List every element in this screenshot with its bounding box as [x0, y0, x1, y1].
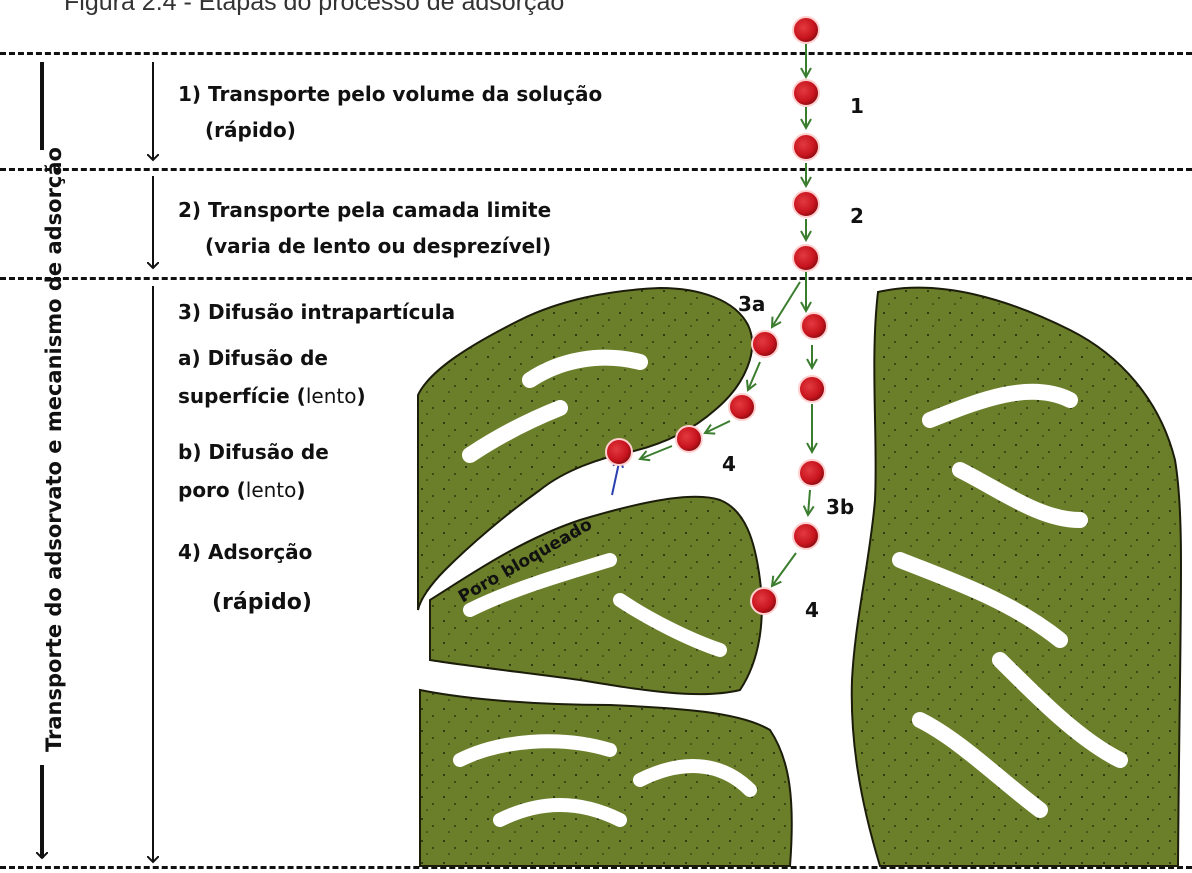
step2-title: 2) Transporte pela camada limite — [178, 198, 551, 222]
marker-2: 2 — [850, 204, 864, 228]
step4-title: 4) Adsorção — [178, 540, 312, 564]
step3b-title: b) Difusão de — [178, 440, 329, 464]
step1-speed: (rápido) — [205, 118, 296, 142]
step1-title: 1) Transporte pelo volume da solução — [178, 82, 602, 106]
step3a-title: a) Difusão de — [178, 346, 328, 370]
particle-left — [418, 288, 792, 866]
step3-title: 3) Difusão intrapartícula — [178, 300, 455, 324]
marker-1: 1 — [850, 94, 864, 118]
marker-4-surface: 4 — [722, 452, 736, 476]
step3a-speed: superfície (lento) — [178, 384, 366, 408]
marker-4-pore: 4 — [805, 598, 819, 622]
step3b-speed: poro (lento) — [178, 478, 306, 502]
vertical-axis-label: Transporte do adsorvato e mecanismo de a… — [42, 147, 66, 752]
step4-speed: (rápido) — [212, 590, 312, 616]
particle-right — [852, 288, 1181, 866]
marker-3b: 3b — [826, 495, 854, 519]
step2-speed: (varia de lento ou desprezível) — [205, 234, 551, 258]
marker-3a: 3a — [738, 292, 765, 316]
